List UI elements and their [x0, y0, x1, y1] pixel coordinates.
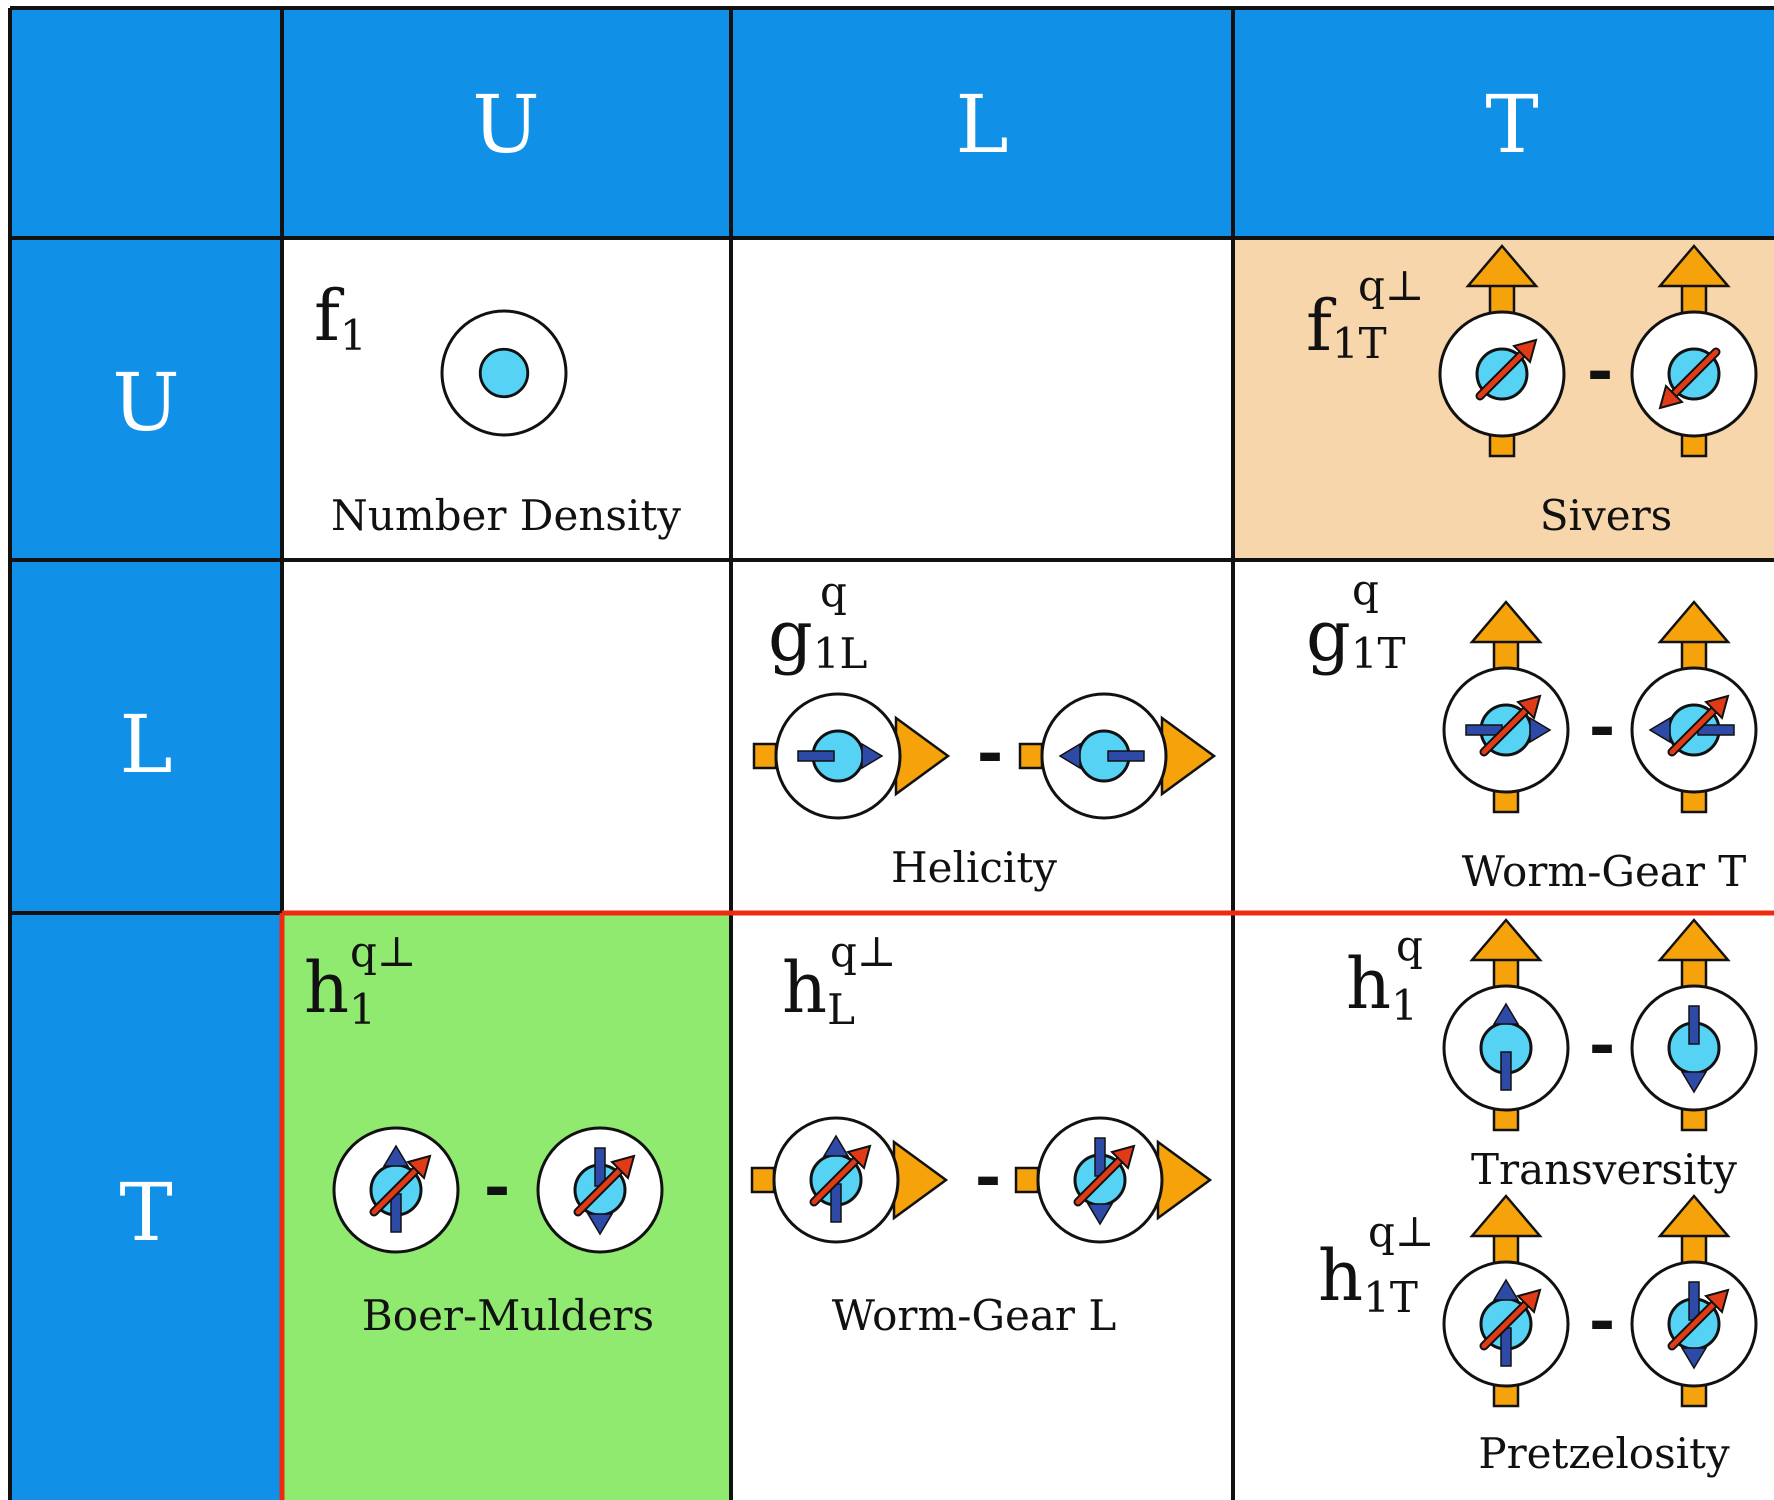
sivers-superscript: q⊥ [1358, 261, 1424, 310]
helicity-nucleon-icon: - [752, 692, 1216, 820]
worm-gear-l-symbol: hL [782, 947, 855, 1034]
pretzelosity-superscript: q⊥ [1368, 1207, 1434, 1256]
worm-gear-l-superscript: q⊥ [830, 927, 896, 976]
worm-gear-l-minus: - [975, 1139, 1002, 1214]
worm-gear-t-minus: - [1589, 689, 1616, 764]
cell-tu: h1 q⊥ - Boer-Mulders [304, 927, 664, 1340]
cell-tt-pretzelosity: h1T q⊥ - Pretzelosity [1318, 1194, 1758, 1478]
worm-gear-t-superscript: q [1352, 565, 1379, 614]
transversity-symbol: h1 [1346, 943, 1418, 1030]
worm-gear-t-label: Worm-Gear T [1462, 847, 1747, 896]
row-header-u: U [112, 356, 179, 449]
transversity-superscript: q [1396, 921, 1423, 970]
sivers-minus: - [1587, 333, 1614, 408]
header-row-background [10, 8, 1774, 238]
column-header-t: T [1485, 78, 1538, 171]
transverse-row-highlight [279, 910, 1774, 1500]
unpolarized-nucleon-icon [440, 309, 568, 437]
pretzelosity-nucleon-icon: - [1442, 1194, 1758, 1408]
pretzelosity-symbol: h1T [1318, 1235, 1418, 1322]
pretzelosity-label: Pretzelosity [1478, 1429, 1730, 1478]
helicity-label: Helicity [891, 843, 1057, 892]
worm-gear-l-nucleon-icon: - [750, 1116, 1212, 1244]
row-header-t: T [119, 1166, 172, 1259]
boer-mulders-minus: - [484, 1149, 511, 1224]
pretzelosity-minus: - [1589, 1283, 1616, 1358]
transversity-nucleon-icon: - [1442, 918, 1758, 1132]
boer-mulders-superscript: q⊥ [350, 927, 416, 976]
cell-ut: f1T q⊥ - Sivers [1306, 244, 1758, 540]
cell-ll: g1L q - Helicity [752, 567, 1216, 892]
worm-gear-l-label: Worm-Gear L [832, 1291, 1116, 1340]
sivers-label: Sivers [1540, 491, 1672, 540]
row-header-column-background [10, 238, 282, 1500]
column-header-l: L [955, 78, 1008, 171]
transversity-label: Transversity [1471, 1145, 1737, 1194]
cell-uu: f1 Number Density [314, 275, 681, 540]
boer-mulders-symbol: h1 [304, 947, 376, 1034]
helicity-superscript: q [820, 567, 847, 616]
cell-tl: hL q⊥ - Worm-Gear L [750, 927, 1212, 1340]
transversity-minus: - [1589, 1007, 1616, 1082]
column-header-u: U [472, 78, 539, 171]
sivers-symbol: f1T [1306, 285, 1387, 368]
row-header-l: L [119, 698, 172, 791]
helicity-minus: - [977, 715, 1004, 790]
boer-mulders-label: Boer-Mulders [362, 1291, 654, 1340]
cell-lt: g1T q - Worm-Gear T [1306, 565, 1758, 896]
f1-symbol: f1 [314, 275, 367, 360]
worm-gear-t-nucleon-icon: - [1442, 600, 1758, 814]
helicity-symbol: g1L [768, 595, 867, 678]
number-density-label: Number Density [331, 491, 681, 540]
cell-tt-transversity: h1 q - Transversity [1346, 918, 1758, 1194]
sivers-nucleon-icon: - [1438, 244, 1758, 458]
boer-mulders-nucleon-icon: - [332, 1126, 664, 1254]
worm-gear-t-symbol: g1T [1306, 595, 1406, 678]
